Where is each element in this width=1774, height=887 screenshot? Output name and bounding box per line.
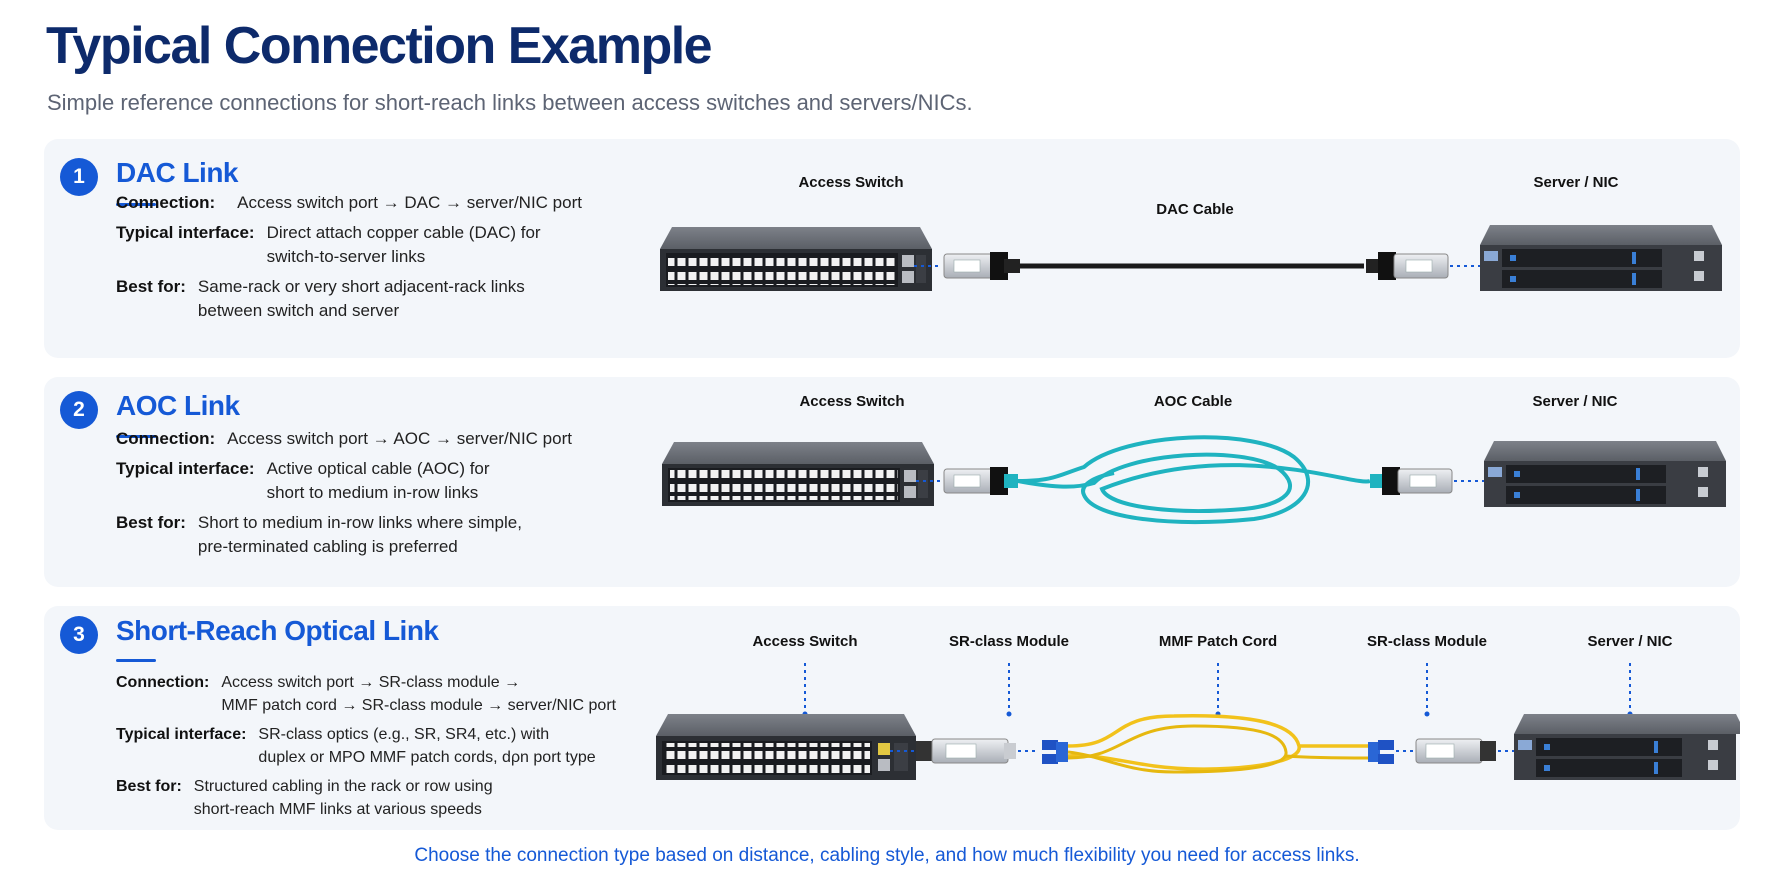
best-for-row: Best for: Same-rack or very short adjace… [116, 275, 676, 323]
aoc-cable-icon [1017, 435, 1371, 524]
interface-line: duplex or MPO MMF patch cords, dρn port … [258, 749, 596, 766]
best-for-line: between switch and server [197, 301, 400, 320]
page-subtitle: Simple reference connections for short-r… [47, 90, 973, 115]
server-nic-icon [1480, 225, 1722, 291]
sr-module-left-icon [916, 738, 1016, 764]
section-details: Connection: Access switch port → AOC → s… [116, 427, 676, 565]
best-for-line: Same-rack or very short adjacent-rack li… [197, 277, 525, 296]
interface-value: Direct attach copper cable (DAC) for swi… [267, 221, 541, 269]
title-underline [116, 659, 156, 662]
interface-line: short to medium in-row links [266, 483, 479, 502]
sr-module-right-icon [1415, 738, 1496, 764]
label-leader-lines [804, 663, 1631, 714]
short-reach-optical-diagram: Access Switch SR-class Module MMF Patch … [654, 606, 1740, 830]
server-nic-label: Server / NIC [1532, 393, 1618, 410]
access-switch-label: Access Switch [799, 393, 905, 410]
section-title: DAC Link [116, 157, 239, 188]
interface-line: Active optical cable (AOC) for [266, 459, 490, 478]
mmf-patch-cord-icon [1042, 714, 1394, 774]
aoc-module-left-icon [943, 467, 1018, 495]
section-aoc-link: 2 AOC Link Connection: Access switch por… [44, 377, 1740, 587]
footer-note: Choose the connection type based on dist… [414, 845, 1360, 866]
best-for-line: Short to medium in-row links where simpl… [197, 513, 522, 532]
aoc-module-right-icon [1370, 467, 1453, 495]
interface-line: Direct attach copper cable (DAC) for [266, 223, 541, 242]
interface-line: switch-to-server links [266, 247, 426, 266]
interface-row: Typical interface: Direct attach copper … [116, 221, 676, 269]
interface-value: SR-class optics (e.g., SR, SR4, etc.) wi… [258, 723, 595, 769]
connection-value: Access switch port → SR-class module → M… [221, 671, 616, 717]
page-title: Typical Connection Example [46, 17, 713, 75]
dac-cable-label: DAC Cable [1156, 201, 1234, 218]
interface-row: Typical interface: Active optical cable … [116, 457, 676, 505]
server-nic-label: Server / NIC [1533, 174, 1619, 191]
title-underline [116, 435, 156, 438]
section-number-badge: 2 [60, 391, 98, 429]
connection-line: Access switch port → SR-class module → [221, 674, 521, 691]
server-nic-icon [1484, 441, 1726, 507]
best-for-value: Structured cabling in the rack or row us… [194, 775, 493, 821]
access-switch-icon [656, 714, 916, 780]
access-switch-icon [660, 227, 932, 291]
interface-value: Active optical cable (AOC) for short to … [267, 457, 490, 505]
connection-value: Access switch port → AOC → server/NIC po… [227, 429, 572, 448]
access-switch-label: Access Switch [752, 633, 858, 650]
best-for-line: short-reach MMF links at various speeds [193, 801, 482, 818]
connection-label: Connection: [116, 674, 210, 691]
best-for-label: Best for: [116, 277, 186, 296]
best-for-row: Best for: Structured cabling in the rack… [116, 775, 676, 821]
section-details: Connection: Access switch port → SR-clas… [116, 671, 676, 827]
connection-label: Connection: [116, 193, 216, 212]
section-number-badge: 1 [60, 158, 98, 196]
section-details: Connection: Access switch port → DAC → s… [116, 191, 676, 329]
section-number-badge: 3 [60, 616, 98, 654]
interface-line: SR-class optics (e.g., SR, SR4, etc.) wi… [258, 726, 550, 743]
sr-module-left-label: SR-class Module [948, 633, 1070, 650]
best-for-value: Short to medium in-row links where simpl… [198, 511, 522, 559]
access-switch-icon [662, 442, 934, 506]
connection-row: Connection: Access switch port → AOC → s… [116, 427, 676, 451]
section-dac-link: 1 DAC Link Connection: Access switch por… [44, 139, 1740, 358]
best-for-row: Best for: Short to medium in-row links w… [116, 511, 676, 559]
dac-module-left-icon [943, 252, 1020, 280]
title-underline [116, 203, 156, 206]
connection-line: MMF patch cord → SR-class module → serve… [221, 697, 617, 714]
best-for-label: Best for: [116, 778, 182, 795]
server-nic-label: Server / NIC [1587, 633, 1673, 650]
aoc-cable-label: AOC Cable [1153, 393, 1233, 410]
dac-module-right-icon [1366, 252, 1449, 280]
best-for-line: pre-terminated cabling is preferred [197, 537, 458, 556]
server-nic-icon [1514, 714, 1740, 780]
interface-label: Typical interface: [116, 459, 255, 478]
connection-value: Access switch port → DAC → server/NIC po… [237, 193, 582, 212]
aoc-diagram: Access Switch AOC Cable Server / NIC [654, 377, 1740, 587]
sr-module-right-label: SR-class Module [1366, 633, 1488, 650]
access-switch-label: Access Switch [798, 174, 904, 191]
best-for-label: Best for: [116, 513, 186, 532]
best-for-value: Same-rack or very short adjacent-rack li… [198, 275, 525, 323]
connection-label: Connection: [116, 429, 216, 448]
interface-row: Typical interface: SR-class optics (e.g.… [116, 723, 676, 769]
section-short-reach-optical-link: 3 Short-Reach Optical Link Connection: A… [44, 606, 1740, 830]
interface-label: Typical interface: [116, 223, 255, 242]
dac-diagram: Access Switch DAC Cable Server / NIC [654, 139, 1740, 358]
connection-row: Connection: Access switch port → SR-clas… [116, 671, 676, 717]
section-title: Short-Reach Optical Link [116, 615, 439, 646]
section-title: AOC Link [116, 390, 240, 421]
connection-row: Connection: Access switch port → DAC → s… [116, 191, 676, 215]
best-for-line: Structured cabling in the rack or row us… [193, 778, 493, 795]
interface-label: Typical interface: [116, 726, 247, 743]
mmf-patch-cord-label: MMF Patch Cord [1158, 633, 1278, 650]
